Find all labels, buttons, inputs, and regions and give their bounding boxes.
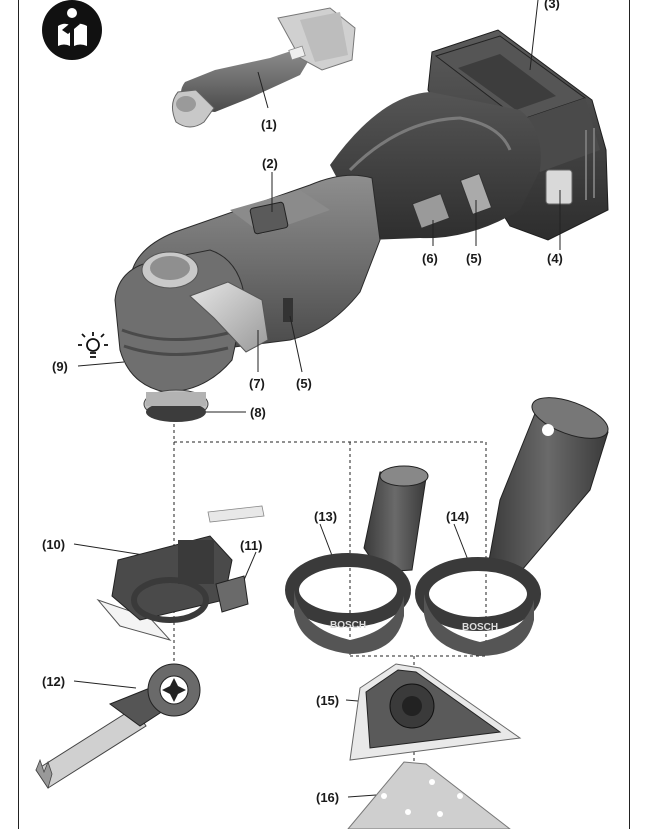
callout-11: (11) xyxy=(240,538,263,553)
right-border-line xyxy=(629,0,630,829)
callout-16: (16) xyxy=(316,790,340,805)
callout-9: (9) xyxy=(52,359,68,374)
dust-extraction-nozzle-large: BOSCH xyxy=(415,397,609,656)
bosch-logo-nozzle-13: BOSCH xyxy=(330,620,366,631)
callout-3: (3) xyxy=(544,0,560,11)
left-border-line xyxy=(18,0,19,829)
depth-stop-attachment xyxy=(96,505,265,641)
sanding-plate xyxy=(349,663,522,761)
callout-13: (13) xyxy=(314,509,338,524)
callout-5-lower: (5) xyxy=(296,376,312,391)
sanding-sheet xyxy=(347,761,511,829)
callout-4: (4) xyxy=(547,251,563,266)
plunge-cut-blade xyxy=(35,663,201,789)
bosch-logo-nozzle-14: BOSCH xyxy=(462,622,498,633)
callout-7: (7) xyxy=(249,376,265,391)
callout-15: (15) xyxy=(316,693,340,708)
callout-6: (6) xyxy=(422,251,438,266)
light-bulb-icon xyxy=(78,332,108,358)
small-tool-overview xyxy=(172,7,356,128)
callout-14: (14) xyxy=(446,509,470,524)
callout-12: (12) xyxy=(42,674,66,689)
dust-extraction-nozzle-small: BOSCH xyxy=(285,465,429,654)
callout-8: (8) xyxy=(250,405,266,420)
main-tool-body xyxy=(114,92,541,422)
read-manual-icon xyxy=(42,0,102,60)
callout-1: (1) xyxy=(261,117,277,132)
callout-leader-lines xyxy=(73,172,477,798)
callout-10: (10) xyxy=(42,537,66,552)
callout-5-upper: (5) xyxy=(466,251,482,266)
callout-2: (2) xyxy=(262,156,278,171)
